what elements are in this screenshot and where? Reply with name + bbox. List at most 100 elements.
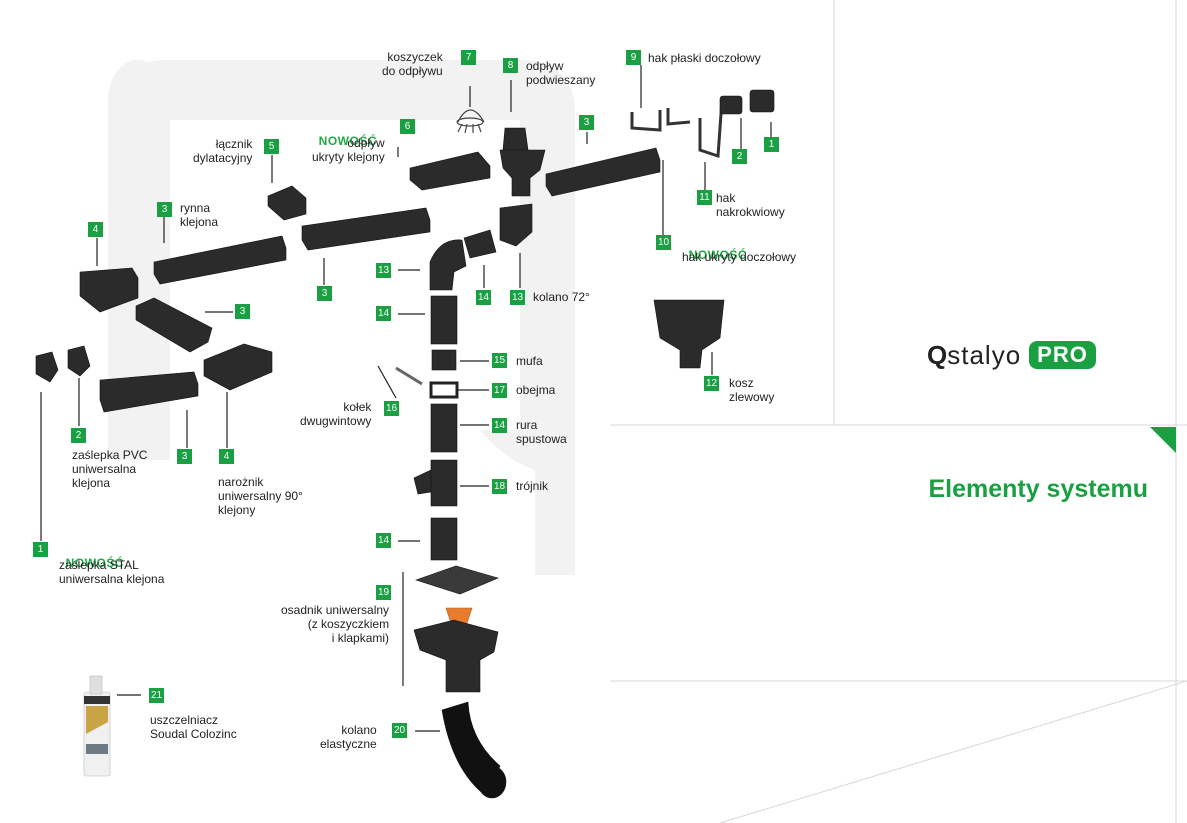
label-odplyw-ukryty: NOWOŚĆ bbox=[312, 120, 377, 148]
downpipe-part-1 bbox=[430, 295, 458, 345]
badge-11: 11 bbox=[697, 190, 712, 205]
elbow-part-lower bbox=[429, 239, 467, 291]
label-obejma: obejma bbox=[516, 383, 556, 397]
badge-17: 17 bbox=[492, 383, 507, 398]
badge-1: 1 bbox=[33, 542, 48, 557]
corner-part-bottom bbox=[203, 343, 273, 391]
badge-7: 7 bbox=[461, 50, 476, 65]
logo-pro-badge: PRO bbox=[1029, 341, 1096, 369]
end-cap-part-left-2 bbox=[67, 345, 91, 377]
badge-15: 15 bbox=[492, 353, 507, 368]
page-title: Elementy systemu bbox=[928, 475, 1148, 503]
label-rura: rura spustowa bbox=[516, 418, 567, 446]
badge-13: 13 bbox=[376, 263, 391, 278]
badge-1: 1 bbox=[764, 137, 779, 152]
badge-3: 3 bbox=[317, 286, 332, 301]
end-cap-part-top-1 bbox=[719, 95, 743, 115]
label-zaslepka-stal-text: zaślepka STAL uniwersalna klejona bbox=[59, 558, 165, 586]
label-koszyczek: koszyczek do odpływu bbox=[382, 50, 443, 78]
badge-4: 4 bbox=[88, 222, 103, 237]
label-naroznik: narożnik uniwersalny 90° klejony bbox=[218, 475, 303, 517]
flexible-elbow-end bbox=[477, 765, 507, 799]
settler-lid-part bbox=[415, 565, 499, 595]
badge-6: 6 bbox=[400, 119, 415, 134]
badge-16: 16 bbox=[384, 401, 399, 416]
sealant-tube-part bbox=[83, 675, 111, 777]
hanging-outlet-part bbox=[499, 127, 546, 197]
label-odplyw-ukryty-text: odpływ ukryty klejony bbox=[312, 136, 385, 164]
hidden-outlet-part bbox=[409, 151, 491, 191]
label-lacznik: łącznik dylatacyjny bbox=[193, 137, 253, 165]
corner-triangle bbox=[1150, 427, 1176, 453]
badge-14: 14 bbox=[376, 306, 391, 321]
label-rynna: rynna klejona bbox=[180, 201, 219, 229]
badge-3: 3 bbox=[235, 304, 250, 319]
badge-13: 13 bbox=[510, 290, 525, 305]
label-hak-plaski: hak płaski doczołowy bbox=[648, 51, 761, 65]
clamp-part bbox=[429, 381, 459, 399]
badge-10: 10 bbox=[656, 235, 671, 250]
downpipe-basket-part bbox=[456, 109, 485, 134]
label-kolano72: kolano 72° bbox=[533, 290, 590, 304]
badge-14: 14 bbox=[492, 418, 507, 433]
label-osadnik: osadnik uniwersalny (z koszyczkiem i kla… bbox=[281, 603, 390, 645]
corner-part-left bbox=[79, 267, 139, 313]
label-hak-nakrokwiowy: hak nakrokwiowy bbox=[716, 191, 785, 219]
end-cap-part-left-1 bbox=[35, 351, 59, 383]
gutter-part-bottom bbox=[99, 371, 199, 413]
badge-3: 3 bbox=[579, 115, 594, 130]
badge-2: 2 bbox=[732, 149, 747, 164]
badge-18: 18 bbox=[492, 479, 507, 494]
rafter-hook-part bbox=[698, 99, 724, 159]
gutter-parts bbox=[35, 89, 775, 799]
badge-9: 9 bbox=[626, 50, 641, 65]
label-uszczelniacz: uszczelniacz Soudal Colozinc bbox=[150, 713, 237, 741]
badge-20: 20 bbox=[392, 723, 407, 738]
downpipe-part-2 bbox=[430, 403, 458, 453]
tee-part bbox=[413, 459, 458, 507]
settler-body-part bbox=[413, 619, 499, 693]
label-hak-ukryty: NOWOŚĆ bbox=[682, 234, 747, 262]
badge-8: 8 bbox=[503, 58, 518, 73]
expansion-joint-part bbox=[267, 185, 307, 221]
elbow-part-upper bbox=[499, 203, 533, 247]
label-hak-ukryty-text: hak ukryty doczołowy bbox=[682, 250, 797, 264]
elbow-part-small bbox=[463, 229, 497, 259]
downpipe-part-3 bbox=[430, 517, 458, 561]
label-trojnik: trójnik bbox=[516, 479, 549, 493]
new-badge-text: NOWOŚĆ bbox=[318, 134, 378, 148]
brand-logo: Q stalyo PRO bbox=[927, 338, 1096, 372]
badge-3: 3 bbox=[177, 449, 192, 464]
badge-4: 4 bbox=[219, 449, 234, 464]
background-watermark bbox=[108, 60, 575, 575]
gutter-part-top-right bbox=[545, 147, 661, 197]
new-badge-text: NOWOŚĆ bbox=[65, 556, 125, 570]
label-mufa: mufa bbox=[516, 354, 543, 368]
socket-part bbox=[431, 349, 457, 371]
dowel-part bbox=[395, 366, 423, 386]
badge-21: 21 bbox=[149, 688, 164, 703]
end-cap-part-top-2 bbox=[749, 89, 775, 113]
gutter-part-left bbox=[153, 235, 287, 285]
logo-q: Q bbox=[927, 339, 948, 370]
badge-2: 2 bbox=[71, 428, 86, 443]
gutter-part-short bbox=[135, 297, 213, 353]
badge-5: 5 bbox=[264, 139, 279, 154]
label-odplyw-podwieszany: odpływ podwieszany bbox=[526, 59, 596, 87]
badge-3: 3 bbox=[157, 202, 172, 217]
label-zaslepka-pvc: zaślepka PVC uniwersalna klejona bbox=[72, 448, 148, 490]
new-badge-text: NOWOŚĆ bbox=[688, 248, 748, 262]
badge-19: 19 bbox=[376, 585, 391, 600]
badge-12: 12 bbox=[704, 376, 719, 391]
flat-hook-part bbox=[630, 108, 691, 132]
gutter-part-mid bbox=[301, 207, 431, 251]
badge-14: 14 bbox=[476, 290, 491, 305]
drain-basket-part bbox=[653, 299, 725, 369]
layout-lines bbox=[610, 0, 1187, 823]
label-kolek: kołek dwugwintowy bbox=[300, 400, 372, 428]
label-zaslepka-stal: NOWOŚĆ bbox=[59, 542, 124, 570]
badge-14: 14 bbox=[376, 533, 391, 548]
label-kosz: kosz zlewowy bbox=[729, 376, 775, 404]
logo-word: stalyo bbox=[947, 339, 1022, 370]
